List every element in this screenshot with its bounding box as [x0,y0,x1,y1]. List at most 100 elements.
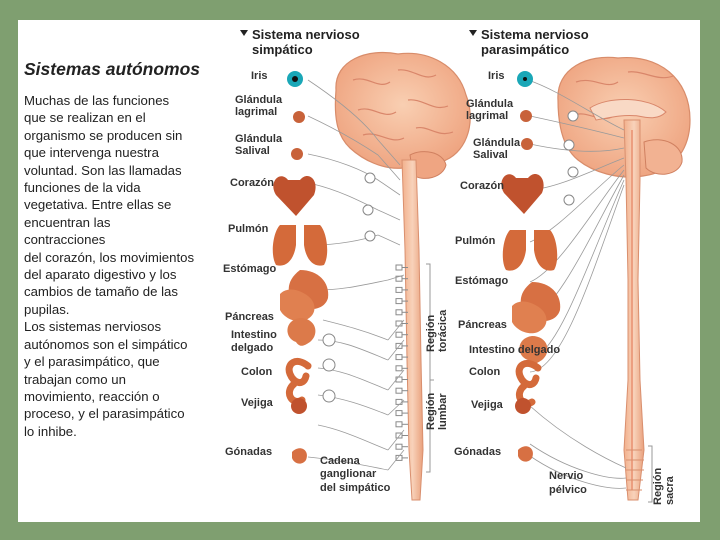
label-region-sacral-2: sacra [664,476,676,505]
chain-ganglion [395,286,403,293]
label-pancreas-p: Páncreas [458,319,507,331]
paragraph-line: funciones de la vida [24,180,141,196]
label-gonads-s: Gónadas [225,446,273,458]
paragraph-line: vegetativa. Entre ellas se [24,197,172,213]
paragraph-line: Muchas de las funciones [24,93,170,108]
chain-ganglion [395,387,403,394]
sympathetic-intestine-icon [287,318,316,346]
paragraph-line: que se realizan en el [24,110,146,126]
sympathetic-brain-folds [352,69,454,141]
label-salival-s-2: Salival [235,145,270,157]
para-ganglion-3 [567,166,579,178]
sympathetic-heart-icon [273,175,316,216]
paragraph-line: movimiento, reacción o [24,388,160,404]
label-chain-3: del simpático [320,482,391,494]
ganglion-cervical-3 [364,230,376,242]
sympathetic-title-line1: Sistema nervioso [252,27,360,42]
label-intestine-p: Intestino delgado [469,344,561,356]
label-stomach-s: Estómago [223,263,277,275]
parasympathetic-system-drawing [501,56,691,503]
parasympathetic-title-line1: Sistema nervioso [481,27,589,42]
parasympathetic-sacral-segments [626,449,644,491]
label-region-lumbar-2: lumbar [437,393,449,430]
parasympathetic-lung-icon [502,230,558,271]
parasympathetic-title-marker [469,30,477,36]
label-intestine-s-1: Intestino [231,329,277,341]
parasympathetic-title-line2: parasimpático [481,42,570,57]
sympathetic-lung-icon [272,225,328,266]
sympathetic-title-marker [240,30,248,36]
sympathetic-lacrimal-icon [293,111,305,123]
label-salival-s-1: Glándula [235,133,283,145]
label-lacrimal-s-1: Glándula [235,94,283,106]
chain-ganglion [395,264,403,271]
label-bladder-s: Vejiga [241,397,273,409]
paragraph-line: voluntad. Son las llamadas [24,162,182,178]
paragraph-line: trabajan como un [24,371,126,387]
label-intestine-s-2: delgado [231,342,274,354]
paragraph-line: autónomos son el simpático [24,336,188,352]
nervous-system-illustration [240,30,691,503]
parasympathetic-brain-midline [589,99,667,121]
ganglion-celiac [322,333,336,347]
label-lacrimal-s-2: lagrimal [235,106,278,118]
label-colon-s: Colon [241,366,273,378]
label-chain-1: Cadena [320,455,360,467]
parasympathetic-salival-icon [521,138,533,150]
sympathetic-colon-icon [285,358,312,405]
ganglion-mesenteric-sup [322,358,336,372]
paragraph-line: y el parasimpático, que [24,354,160,370]
label-pancreas-s: Páncreas [225,311,274,323]
sympathetic-bladder-icon [291,398,307,414]
label-chain-2: ganglionar [320,468,377,480]
para-ganglion-2 [563,139,575,151]
parasympathetic-gonad-icon [518,446,533,462]
sympathetic-spinal-cord [401,159,424,501]
para-ganglion-1 [567,110,579,122]
label-salival-p-2: Salival [473,149,508,161]
label-region-thoracic-2: torácica [437,309,449,352]
paragraph-line: encuentran las [24,214,111,230]
parasympathetic-lacrimal-icon [520,110,532,122]
paragraph-line: pupilas. [24,301,70,317]
label-lacrimal-p-1: Glándula [466,98,514,110]
sympathetic-brain [334,51,471,170]
label-pelvic-1: Nervio [549,470,584,482]
label-pelvic-2: pélvico [549,484,587,496]
paragraph-line: contracciones [24,232,106,248]
chain-ganglion [395,298,403,305]
label-iris-s: Iris [251,70,268,82]
diagram-panel: Sistemas autónomos Muchas de las funcion… [18,20,700,522]
parasympathetic-pupil-icon [523,77,527,81]
chain-ganglion [395,365,403,372]
sympathetic-pupil-icon [292,76,298,82]
parasympathetic-bladder-icon [515,398,531,414]
chain-ganglion [395,398,403,405]
page-title: Sistemas autónomos [24,59,201,79]
ganglion-cervical-1 [364,172,376,184]
label-region-sacral-1: Región [652,467,664,505]
parasympathetic-spinal-cord [623,119,645,501]
label-colon-p: Colon [469,366,501,378]
parasympathetic-colon-icon [515,360,542,407]
paragraph-line: cambios de tamaño de las [24,284,178,300]
label-region-thoracic-1: Región [425,314,437,352]
label-heart-p: Corazón [460,180,504,192]
chain-ganglion [395,443,403,450]
sympathetic-gonad-icon [292,448,307,464]
description-paragraph: Muchas de las funciones que se realizan e… [24,92,224,440]
sympathetic-nerve-lines [307,79,405,471]
parasympathetic-intestine-icon [519,336,548,364]
paragraph-line: proceso, y el parasimpático [24,406,185,422]
sympathetic-salival-icon [291,148,303,160]
paragraph-line: lo inhibe. [24,423,77,439]
label-heart-s: Corazón [230,177,274,189]
ganglion-cervical-2 [362,204,374,216]
sympathetic-system-drawing [272,51,471,501]
parasympathetic-pancreas-icon [512,301,547,334]
sympathetic-title-line2: simpático [252,42,313,57]
parasympathetic-heart-icon [501,173,544,214]
sympathetic-vertebral-bracket [426,263,434,473]
parasympathetic-nerve-lines [527,79,627,489]
